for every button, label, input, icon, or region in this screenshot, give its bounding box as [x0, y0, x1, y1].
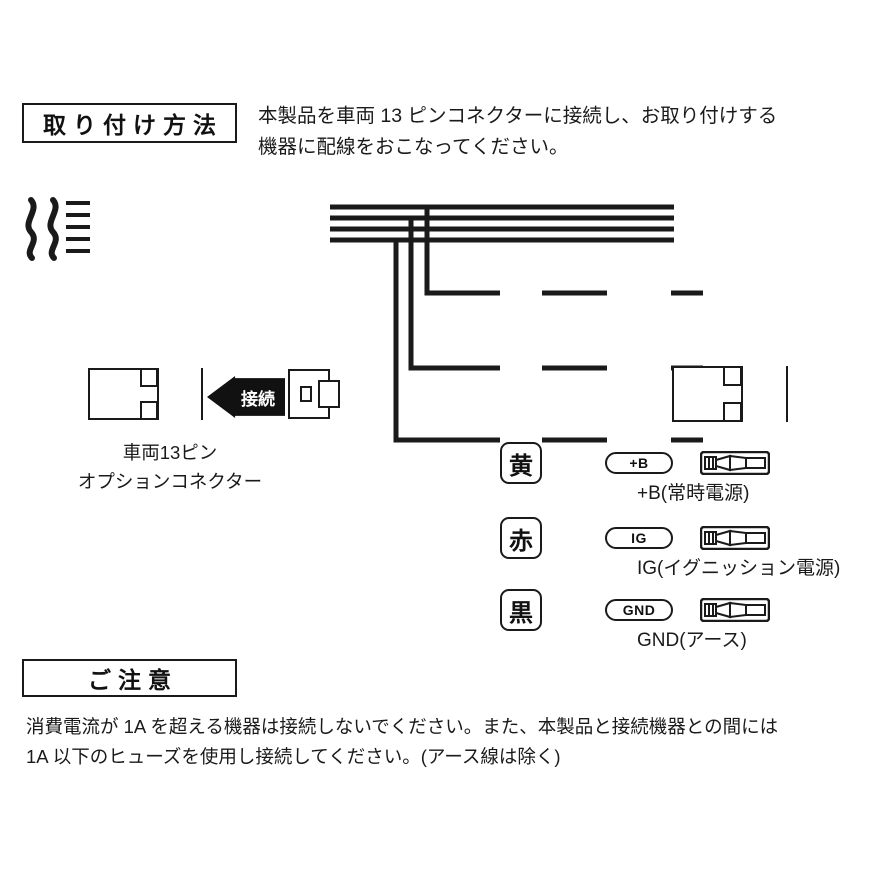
wire-chip-black: 黒 — [500, 589, 542, 631]
product-plug-tab — [318, 380, 340, 408]
caution-section-heading: ご注意 — [22, 659, 237, 697]
connect-arrow-label: 接続 — [241, 389, 275, 409]
circuit-caption-plus-b: +B(常時電源) — [637, 483, 750, 504]
wire-chip-yellow: 黄 — [500, 442, 542, 484]
install-section-heading: 取り付け方法 — [22, 103, 237, 143]
vehicle-connector-notch-bottom — [140, 401, 158, 420]
wiring-diagram-lines — [25, 197, 703, 443]
spade-terminal-icon-gnd — [699, 597, 771, 623]
product-plug-latch — [300, 386, 312, 402]
product-connector-notch-bottom — [723, 402, 742, 422]
circuit-caption-gnd: GND(アース) — [637, 630, 747, 651]
connect-arrow: 接続 — [207, 376, 285, 418]
product-connector-divider — [741, 366, 788, 422]
circuit-caption-ig: IG(イグニッション電源) — [637, 558, 841, 579]
install-section-body: 本製品を車両 13 ピンコネクターに接続し、お取り付けする 機器に配線をおこなっ… — [258, 105, 778, 158]
caution-section-body: 消費電流が 1A を超える機器は接続しないでください。また、本製品と接続機器との… — [26, 716, 779, 767]
wire-tag-ig: IG — [605, 527, 673, 549]
vehicle-connector-divider — [157, 368, 203, 420]
branch-wire-black — [393, 240, 500, 443]
wire-tag-plus-b: +B — [605, 452, 673, 474]
harness-squiggle-icon — [25, 197, 59, 261]
product-connector-notch-top — [723, 366, 742, 386]
left-connector-pin-stubs — [66, 201, 90, 253]
branch-wire-red — [408, 218, 500, 371]
wire-chip-red: 赤 — [500, 517, 542, 559]
vehicle-connector-caption: 車両13ピン オプションコネクター — [77, 442, 263, 492]
wire-tag-gnd: GND — [605, 599, 673, 621]
wiring-diagram: 接続 車両13ピン オプションコネクター 黄 +B +B(常時電源 — [0, 170, 876, 651]
spade-terminal-icon-plus-b — [699, 450, 771, 476]
spade-terminal-icon-ig — [699, 525, 771, 551]
main-wire-bundle — [330, 204, 674, 243]
branch-wire-yellow — [424, 207, 500, 296]
vehicle-connector-notch-top — [140, 368, 158, 387]
